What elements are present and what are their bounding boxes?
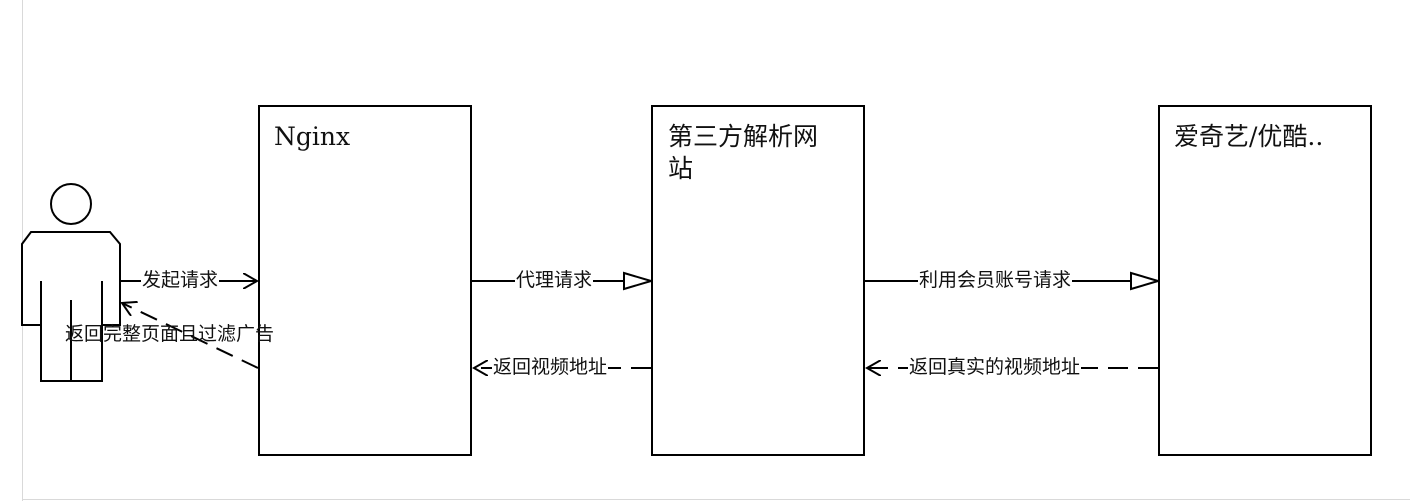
return-real-url-label: 返回真实的视频地址 <box>908 356 1082 378</box>
nginx-box <box>258 105 472 456</box>
user-return-label: 返回完整页面且过滤广告 <box>65 323 275 345</box>
platform-title: 爱奇艺/优酷.. <box>1174 122 1324 151</box>
user-return-arrow <box>122 303 259 369</box>
platform-box <box>1158 105 1372 456</box>
parser-title: 第三方解析网站 <box>668 122 819 183</box>
actor-body <box>21 231 121 382</box>
nginx-title: Nginx <box>274 122 351 151</box>
return-video-url-label: 返回视频地址 <box>492 356 609 378</box>
user-actor-icon <box>21 183 121 382</box>
proxy-request-label: 代理请求 <box>515 269 594 291</box>
page-bottom-border <box>22 499 1410 500</box>
member-request-label: 利用会员账号请求 <box>918 269 1073 291</box>
actor-head <box>50 183 92 225</box>
parser-box <box>651 105 865 456</box>
user-request-label: 发起请求 <box>141 269 220 291</box>
